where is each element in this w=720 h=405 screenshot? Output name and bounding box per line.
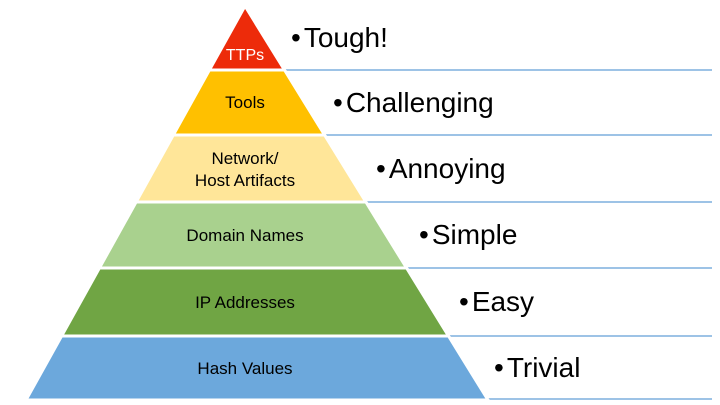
pain-label-tough: •Tough! <box>291 6 388 70</box>
label-network-line2: Host Artifacts <box>195 171 295 190</box>
label-ttps: TTPs <box>226 47 264 64</box>
label-network-line1: Network/ <box>211 149 278 168</box>
pain-text-tough: Tough! <box>303 22 388 53</box>
pain-label-trivial: •Trivial <box>494 336 580 400</box>
label-tools: Tools <box>225 93 265 112</box>
bullet-icon: • <box>419 219 429 250</box>
bullet-icon: • <box>333 86 343 118</box>
pain-label-easy: •Easy <box>459 268 534 336</box>
bullet-icon: • <box>494 352 504 383</box>
pain-label-challenging: •Challenging <box>333 70 494 135</box>
label-domain-names: Domain Names <box>186 226 303 245</box>
bullet-icon: • <box>459 286 469 317</box>
bullet-icon: • <box>291 22 301 53</box>
pain-label-simple: •Simple <box>419 202 517 268</box>
label-hash-values: Hash Values <box>197 359 292 378</box>
pain-text-simple: Simple <box>431 219 518 250</box>
pain-label-annoying: •Annoying <box>376 135 506 202</box>
label-ip-addresses: IP Addresses <box>195 293 295 312</box>
pain-text-easy: Easy <box>471 286 535 317</box>
pain-text-challenging: Challenging <box>345 86 494 118</box>
pyramid-level-hash-values <box>23 334 491 402</box>
pain-text-annoying: Annoying <box>388 152 506 184</box>
pain-text-trivial: Trivial <box>506 352 581 383</box>
bullet-icon: • <box>376 152 386 184</box>
pyramid-level-network-host-artifacts <box>133 133 369 204</box>
